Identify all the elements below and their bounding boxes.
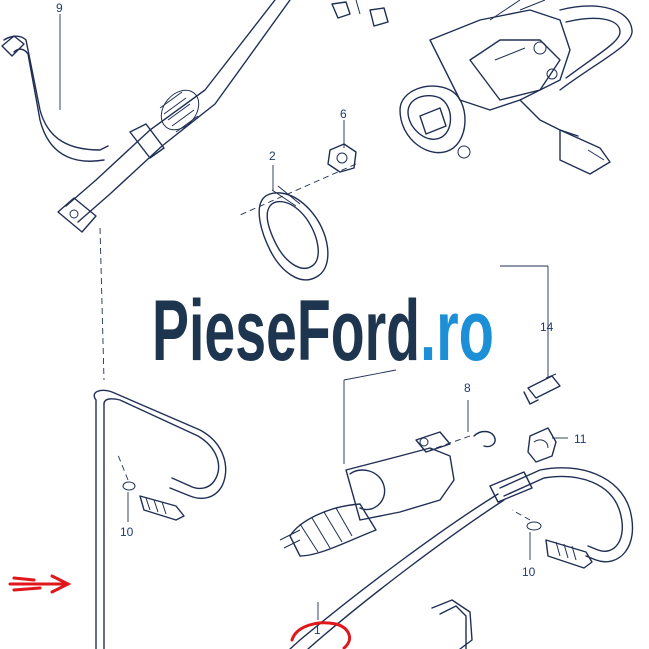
callout-10-left: 10 [120,525,134,539]
highlight-circle-part-1 [290,621,352,649]
watermark-brand: PieseFord [152,283,420,379]
callout-6: 6 [340,107,347,121]
gasket-part-2 [258,165,329,281]
hydraulic-pipes [93,227,634,649]
watermark: PieseFord .ro [152,283,494,379]
watermark-domain: .ro [420,283,494,379]
callout-10-right: 10 [522,565,536,579]
callout-1: 1 [314,623,321,637]
callout-11: 11 [574,432,587,446]
callout-8: 8 [464,381,471,395]
callout-labels: 9 6 2 14 8 11 10 10 1 [56,1,587,637]
bleeder-screw-part-14 [500,265,561,405]
nut-part-6 [239,120,357,216]
clip-part-8 [429,400,496,451]
reservoir-hose-part-9 [1,0,291,233]
callout-9: 9 [56,1,63,15]
slave-cylinder [279,369,455,557]
callout-14: 14 [540,320,554,334]
master-cylinder-assembly [331,0,633,175]
arrow-right-icon [8,574,72,594]
callout-2: 2 [269,149,276,163]
clip-part-11 [527,427,568,463]
